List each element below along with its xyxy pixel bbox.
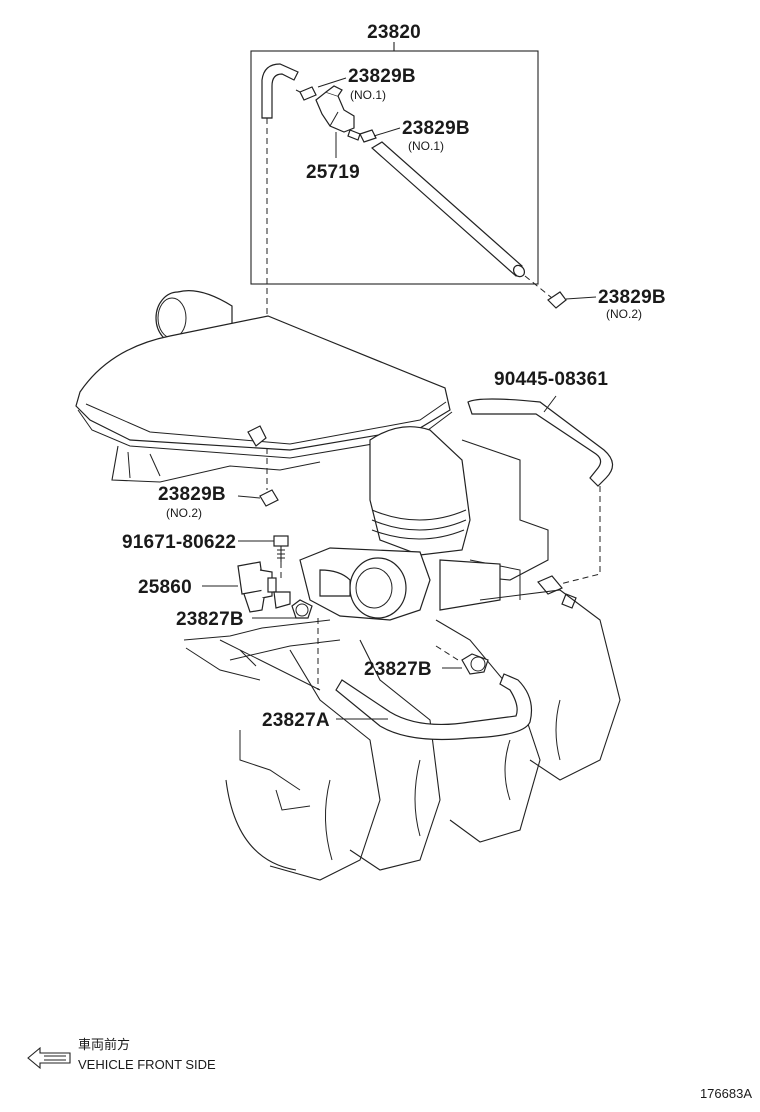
air-cleaner [75,290,453,483]
label-25860: 25860 [138,577,192,598]
front-side-arrow-icon [27,1046,71,1070]
clamp-top-1-shape [295,86,317,101]
right-hose [467,395,614,487]
clamp-left-shape [237,489,279,507]
bolt-shape [238,535,289,578]
clamp-right-shape [547,291,597,309]
intake-manifold [185,589,621,881]
label-clamp-right: 23829B [598,287,666,308]
label-91671-80622: 91671-80622 [122,532,236,553]
legend-english: VEHICLE FRONT SIDE [78,1057,216,1072]
label-clamp-lower-right: 23827B [364,659,432,680]
dash-line-clamp [435,645,459,661]
leader-clamp-top-1 [317,77,347,88]
label-clamp-right-sub: (NO.2) [606,307,642,321]
clamp-lower-right-shape [461,653,489,675]
upper-hose-short [261,63,299,119]
long-hose [370,141,526,278]
label-25719: 25719 [306,162,360,183]
label-clamp-lower-left: 23827B [176,609,244,630]
assembly-box [250,42,539,285]
dash-line-right [524,275,553,299]
lower-hose [335,673,533,741]
dash-line-engine [559,486,601,585]
label-23820: 23820 [367,22,421,43]
label-clamp-left-sub: (NO.2) [166,506,202,520]
vsv-valve-shape [315,85,361,141]
leader-clamp-top-2 [373,127,401,137]
clamp-top-2-shape [359,129,377,143]
vsv-shape [202,561,291,613]
engine-misc [183,619,341,667]
label-clamp-left: 23829B [158,484,226,505]
label-clamp-top-1: 23829B [348,66,416,87]
engine-fitting [537,575,577,609]
label-clamp-top-2: 23829B [402,118,470,139]
intake-duct [299,426,549,621]
label-clamp-top-1-sub: (NO.1) [350,88,386,102]
legend-japanese: 車両前方 [78,1037,130,1052]
clamp-lower-left-shape [252,599,313,619]
figure-id: 176683A [700,1086,752,1101]
label-90445-08361: 90445-08361 [494,369,608,390]
label-23827A: 23827A [262,710,330,731]
label-clamp-top-2-sub: (NO.1) [408,139,444,153]
